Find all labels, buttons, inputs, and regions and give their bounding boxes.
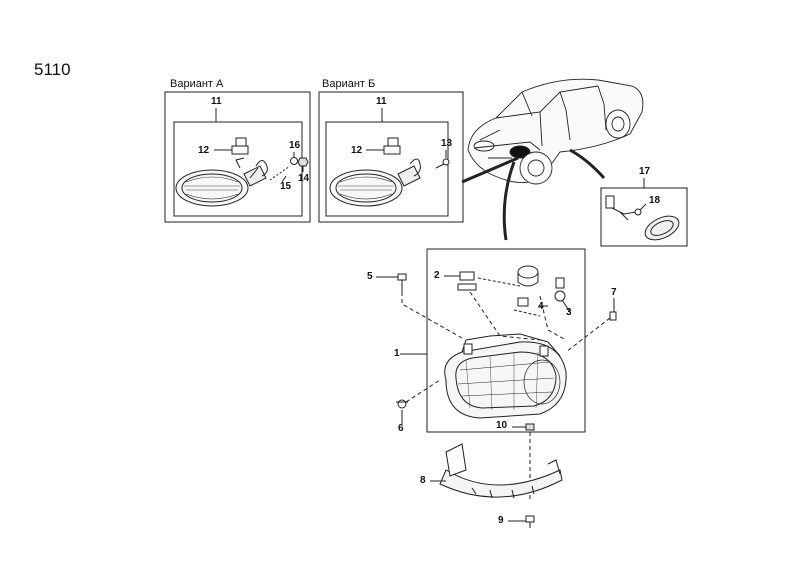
callout-11-variant-b: 11 xyxy=(376,96,387,107)
leader-15-dash xyxy=(269,165,291,181)
pointer-to-side-repeater xyxy=(569,148,606,179)
fog-lamp-a-icon xyxy=(175,157,267,207)
page-code: 5110 xyxy=(34,60,71,79)
callout-10: 10 xyxy=(496,420,508,431)
screw-9-icon xyxy=(525,515,535,528)
cap-icon xyxy=(517,265,539,287)
fog-lamp-b-icon xyxy=(329,165,421,207)
headlamp-1-icon xyxy=(444,333,567,419)
washer-16-icon xyxy=(290,157,298,165)
leader-15 xyxy=(281,175,287,183)
leader-3 xyxy=(561,299,571,313)
callout-9: 9 xyxy=(498,515,504,526)
callout-12-variant-a: 12 xyxy=(198,145,210,156)
leader-18 xyxy=(639,203,647,211)
bracket-8-icon xyxy=(439,443,563,499)
pointer-to-fog-lamp xyxy=(461,156,519,184)
clip-6-icon xyxy=(396,399,408,409)
socket-4-icon xyxy=(513,297,541,317)
callout-5: 5 xyxy=(367,271,373,282)
variant-b-outer-frame xyxy=(318,91,464,223)
side-repeater-18-icon xyxy=(605,195,680,241)
callout-15: 15 xyxy=(280,181,292,192)
variant-a-title: Вариант А xyxy=(170,78,224,90)
callout-18: 18 xyxy=(649,195,661,206)
connector-b-icon xyxy=(409,158,421,177)
callout-11-variant-a: 11 xyxy=(211,96,222,107)
variant-b-title: Вариант Б xyxy=(322,78,376,90)
callout-6: 6 xyxy=(398,423,404,434)
screw-7-icon xyxy=(609,311,617,321)
headlamp-frame xyxy=(426,248,586,433)
connector-a-icon xyxy=(249,160,268,179)
variant-b-inner-frame xyxy=(325,121,449,217)
callout-12-variant-b: 12 xyxy=(351,145,363,156)
leader-7-dash xyxy=(565,317,611,353)
variant-a-inner-frame xyxy=(173,121,303,217)
screw-13-icon xyxy=(435,158,450,169)
bulb-2-icon xyxy=(457,271,521,291)
callout-8: 8 xyxy=(420,475,426,486)
bulb-12a-icon xyxy=(226,137,249,155)
callout-3: 3 xyxy=(566,307,572,318)
car-icon xyxy=(467,78,644,185)
callout-14: 14 xyxy=(298,173,310,184)
callout-17: 17 xyxy=(639,166,651,177)
nut-10-icon xyxy=(525,423,535,431)
nut-14-icon xyxy=(297,157,309,167)
bulb-12b-icon xyxy=(383,137,401,155)
pointer-to-headlamp xyxy=(502,161,516,241)
callout-2: 2 xyxy=(434,270,440,281)
callout-1: 1 xyxy=(394,348,400,359)
callout-16: 16 xyxy=(289,140,301,151)
assembly-dash-a xyxy=(469,291,541,341)
callout-13: 13 xyxy=(441,138,453,149)
leader-6-dash xyxy=(405,379,441,403)
leader-5-dash xyxy=(401,292,463,339)
callout-7: 7 xyxy=(611,287,617,298)
callout-4: 4 xyxy=(538,301,544,312)
bulb-3-icon xyxy=(554,277,566,302)
screw-5-icon xyxy=(397,273,407,292)
variant-a-outer-frame xyxy=(164,91,311,223)
